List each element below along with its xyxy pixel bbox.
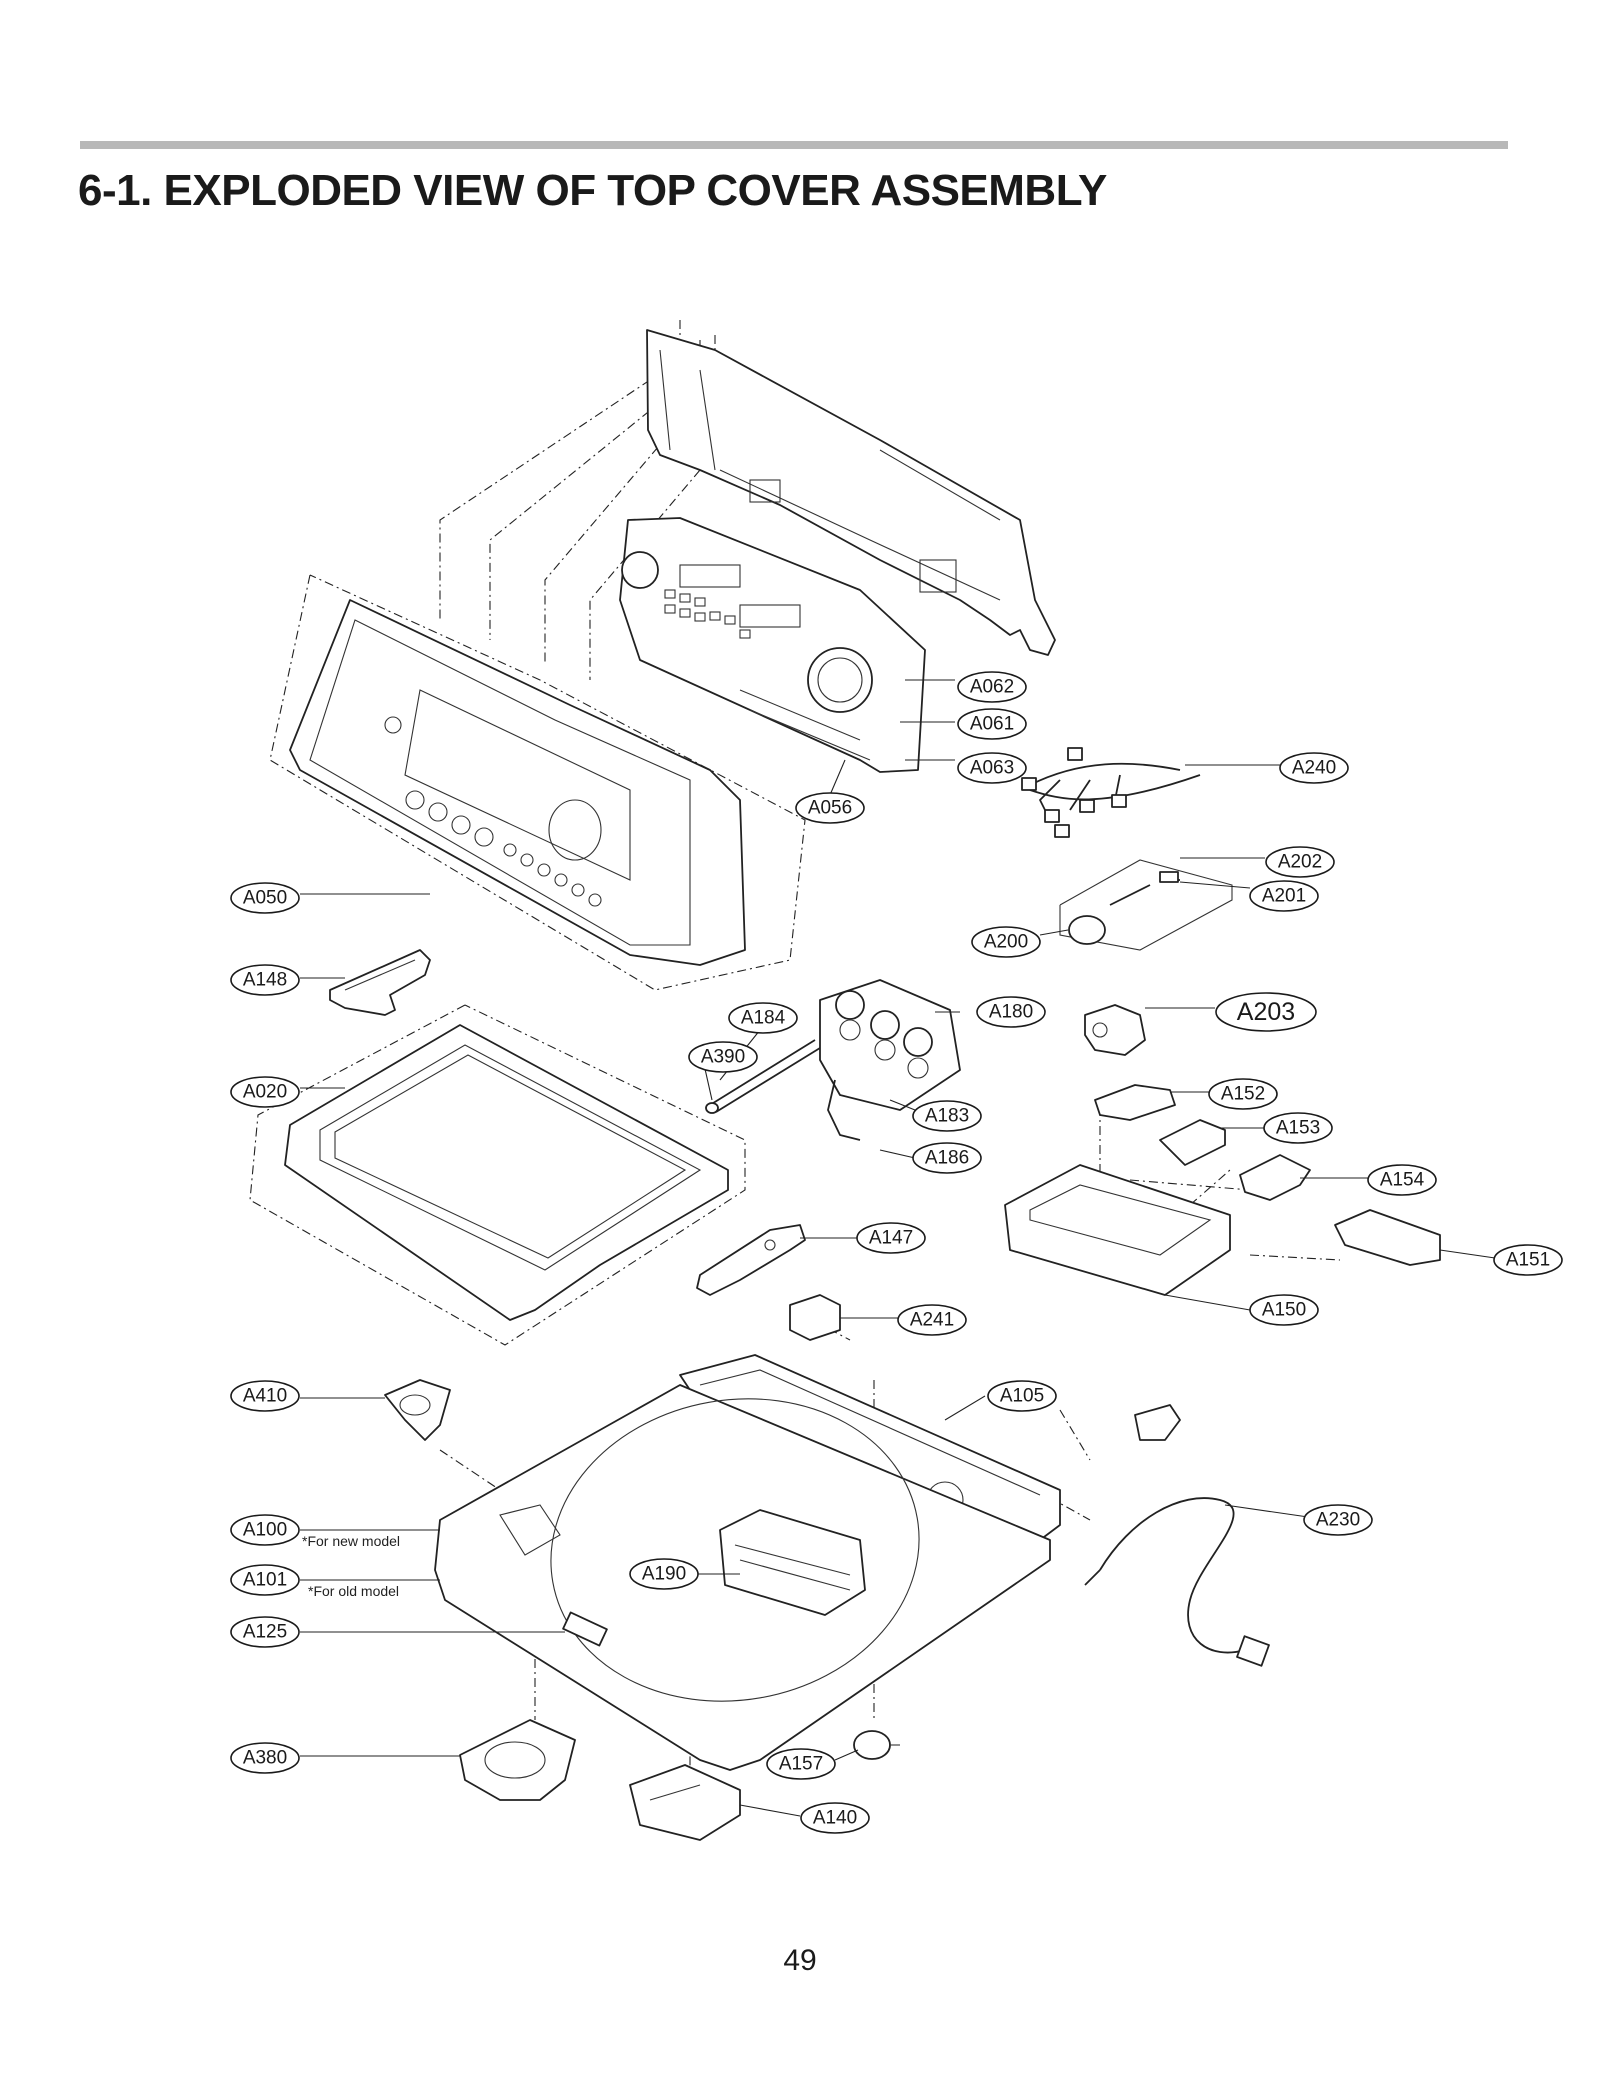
callout-A180: A180 bbox=[976, 996, 1046, 1028]
callout-A380: A380 bbox=[230, 1742, 300, 1774]
callout-A390: A390 bbox=[688, 1041, 758, 1073]
rear-panel-part bbox=[646, 329, 1056, 656]
callout-A125: A125 bbox=[230, 1616, 300, 1648]
svg-text:A157: A157 bbox=[779, 1754, 823, 1775]
small-box-part bbox=[789, 1294, 841, 1341]
callout-A147: A147 bbox=[856, 1222, 926, 1254]
callout-A410: A410 bbox=[230, 1380, 300, 1412]
svg-text:A200: A200 bbox=[984, 932, 1028, 953]
svg-text:A390: A390 bbox=[701, 1047, 745, 1068]
header-rule bbox=[80, 141, 1508, 149]
svg-text:A105: A105 bbox=[1000, 1386, 1044, 1407]
svg-text:A062: A062 bbox=[970, 677, 1014, 698]
callout-A202: A202 bbox=[1265, 846, 1335, 878]
page-number: 49 bbox=[783, 1944, 817, 1977]
hinge-bracket-part bbox=[329, 949, 431, 1016]
callout-A186: A186 bbox=[912, 1142, 982, 1174]
note-new-model: *For new model bbox=[302, 1533, 400, 1549]
latch-bracket-part bbox=[696, 1224, 806, 1296]
cap-part bbox=[384, 1379, 451, 1441]
wire-harness-part bbox=[1021, 747, 1201, 838]
svg-text:A410: A410 bbox=[243, 1386, 287, 1407]
callout-A157: A157 bbox=[766, 1748, 836, 1780]
svg-text:A063: A063 bbox=[970, 758, 1014, 779]
rod-part bbox=[705, 1039, 821, 1114]
svg-text:A152: A152 bbox=[1221, 1084, 1265, 1105]
callout-A100: A100 bbox=[230, 1514, 300, 1546]
callout-A101: A101 bbox=[230, 1564, 300, 1596]
svg-text:A150: A150 bbox=[1262, 1300, 1306, 1321]
svg-text:A202: A202 bbox=[1278, 852, 1322, 873]
water-valve-part bbox=[819, 979, 961, 1141]
svg-text:A180: A180 bbox=[989, 1002, 1033, 1023]
knob-part bbox=[853, 1730, 900, 1760]
power-cord-part bbox=[1084, 1404, 1270, 1667]
callout-A151: A151 bbox=[1493, 1244, 1563, 1276]
note-old-model: *For old model bbox=[308, 1583, 399, 1599]
callout-A148: A148 bbox=[230, 964, 300, 996]
callout-A241: A241 bbox=[897, 1304, 967, 1336]
svg-text:A061: A061 bbox=[970, 714, 1014, 735]
callout-A230: A230 bbox=[1303, 1504, 1373, 1536]
switch-box-part bbox=[629, 1764, 741, 1841]
svg-text:A020: A020 bbox=[243, 1082, 287, 1103]
svg-text:A101: A101 bbox=[243, 1570, 287, 1591]
svg-text:A241: A241 bbox=[910, 1310, 954, 1331]
svg-text:A183: A183 bbox=[925, 1106, 969, 1127]
filter-box-part bbox=[719, 1509, 866, 1616]
svg-text:A190: A190 bbox=[642, 1564, 686, 1585]
pcb-control-board-part bbox=[619, 517, 926, 773]
callout-A062: A062 bbox=[957, 671, 1027, 703]
svg-text:A380: A380 bbox=[243, 1748, 287, 1769]
svg-text:A148: A148 bbox=[243, 970, 287, 991]
svg-text:A050: A050 bbox=[243, 888, 287, 909]
svg-text:A153: A153 bbox=[1276, 1118, 1320, 1139]
svg-text:A125: A125 bbox=[243, 1622, 287, 1643]
callout-A105: A105 bbox=[987, 1380, 1057, 1412]
callout-A183: A183 bbox=[912, 1100, 982, 1132]
callout-A050: A050 bbox=[230, 882, 300, 914]
svg-text:A154: A154 bbox=[1380, 1170, 1425, 1191]
callout-A240: A240 bbox=[1279, 752, 1349, 784]
callout-A201: A201 bbox=[1249, 880, 1319, 912]
callout-A203: A203 bbox=[1215, 992, 1317, 1032]
control-panel-part bbox=[269, 574, 806, 991]
callout-A063: A063 bbox=[957, 752, 1027, 784]
svg-text:A140: A140 bbox=[813, 1808, 857, 1829]
callout-A150: A150 bbox=[1249, 1294, 1319, 1326]
callout-A020: A020 bbox=[230, 1076, 300, 1108]
leader-lines bbox=[300, 679, 1496, 1817]
svg-text:A147: A147 bbox=[869, 1228, 913, 1249]
pressure-part bbox=[1084, 1004, 1146, 1056]
callout-A061: A061 bbox=[957, 708, 1027, 740]
callout-A152: A152 bbox=[1208, 1078, 1278, 1110]
dispenser-parts bbox=[1004, 1084, 1441, 1296]
page-title: 6-1. EXPLODED VIEW OF TOP COVER ASSEMBLY bbox=[78, 166, 1107, 215]
callout-A153: A153 bbox=[1263, 1112, 1333, 1144]
svg-text:A230: A230 bbox=[1316, 1510, 1360, 1531]
housing-part bbox=[459, 1719, 576, 1801]
callout-A200: A200 bbox=[971, 926, 1041, 958]
svg-text:A201: A201 bbox=[1262, 886, 1306, 907]
svg-text:A151: A151 bbox=[1506, 1250, 1550, 1271]
callout-A190: A190 bbox=[629, 1558, 699, 1590]
svg-text:A100: A100 bbox=[243, 1520, 287, 1541]
callout-A056: A056 bbox=[795, 792, 865, 824]
pressure-switch-part bbox=[1059, 859, 1233, 951]
svg-text:A184: A184 bbox=[741, 1008, 786, 1029]
svg-text:A203: A203 bbox=[1237, 998, 1295, 1026]
lid-part bbox=[249, 1004, 746, 1346]
callout-A154: A154 bbox=[1367, 1164, 1437, 1196]
svg-text:A186: A186 bbox=[925, 1148, 969, 1169]
svg-text:A240: A240 bbox=[1292, 758, 1336, 779]
svg-text:A056: A056 bbox=[808, 798, 852, 819]
callout-A184: A184 bbox=[728, 1002, 798, 1034]
callout-A140: A140 bbox=[800, 1802, 870, 1834]
